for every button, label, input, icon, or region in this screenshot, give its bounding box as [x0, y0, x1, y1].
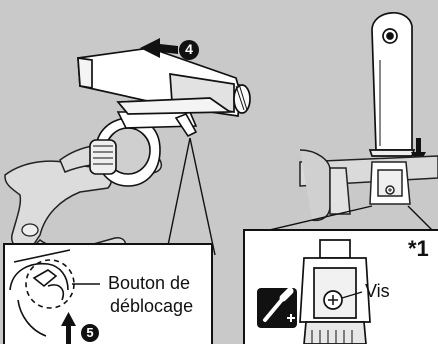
light-vertical [370, 13, 414, 156]
step-4-marker: 4 [183, 42, 195, 56]
bike-light [78, 48, 250, 116]
handlebar-mount [300, 150, 438, 220]
release-button-label-line2: déblocage [110, 297, 193, 315]
footnote-marker: *1 [408, 238, 429, 260]
screw-label: Vis [365, 282, 390, 300]
release-detail-panel [4, 244, 212, 344]
handlebar-bracket [90, 112, 196, 186]
screwdriver-icon [257, 288, 297, 328]
leader-line [190, 138, 215, 255]
step-5-marker: 5 [84, 326, 96, 339]
leader-line [165, 138, 190, 260]
thumb-nail [22, 224, 38, 236]
leader-line [408, 206, 432, 230]
release-button-label-line1: Bouton de [108, 274, 190, 292]
